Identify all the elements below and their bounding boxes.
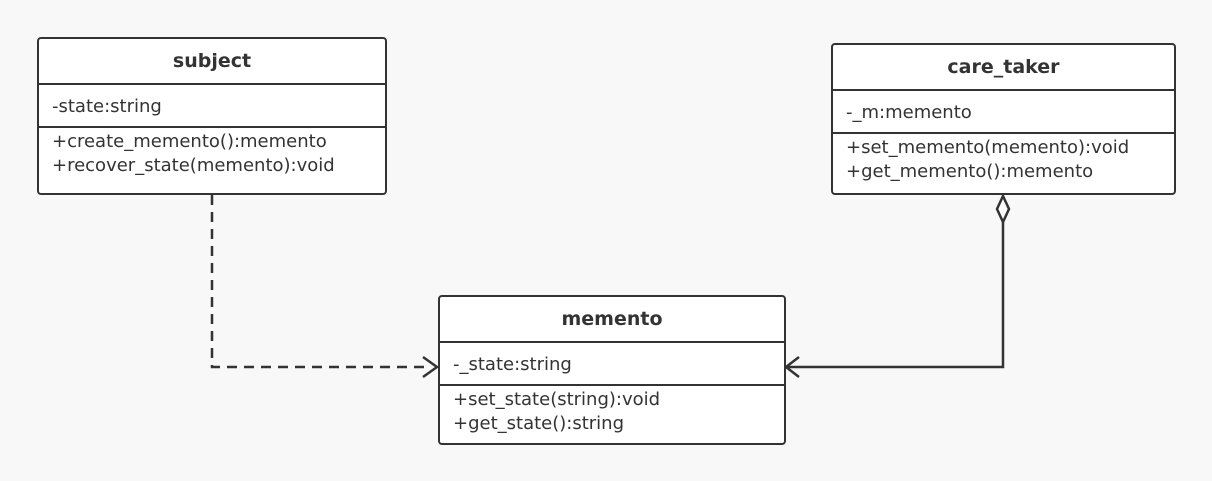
dependency-subject-to-memento — [210, 195, 440, 379]
class-subject[interactable]: subject -state:string +create_memento():… — [37, 37, 387, 195]
class-attributes: -state:string — [39, 85, 385, 128]
class-attributes: -_m:memento — [833, 91, 1174, 134]
aggregation-line — [788, 222, 1005, 369]
method: +create_memento():memento — [52, 131, 327, 152]
method: +get_state():string — [453, 413, 625, 434]
attribute: -_state:string — [453, 354, 572, 375]
class-methods: +set_state(string):void +get_state():str… — [440, 386, 784, 436]
class-name: subject — [39, 39, 385, 85]
aggregation-diamond — [995, 193, 1011, 225]
class-care-taker[interactable]: care_taker -_m:memento +set_memento(meme… — [831, 43, 1176, 195]
aggregation-arrowhead — [783, 356, 800, 378]
class-name: memento — [440, 297, 784, 343]
attribute: -state:string — [52, 96, 162, 117]
class-methods: +create_memento():memento +recover_state… — [39, 128, 385, 178]
class-attributes: -_state:string — [440, 343, 784, 386]
aggregation-care-taker-to-memento — [783, 193, 1011, 378]
dependency-line — [210, 195, 430, 369]
method: +set_state(string):void — [453, 389, 661, 410]
class-name: care_taker — [833, 45, 1174, 91]
method: +get_memento():memento — [846, 161, 1094, 182]
class-methods: +set_memento(memento):void +get_memento(… — [833, 134, 1174, 184]
dependency-arrowhead — [422, 355, 440, 379]
attribute: -_m:memento — [846, 102, 972, 123]
class-memento[interactable]: memento -_state:string +set_state(string… — [438, 295, 786, 445]
method: +recover_state(memento):void — [52, 155, 335, 176]
method: +set_memento(memento):void — [846, 137, 1130, 158]
